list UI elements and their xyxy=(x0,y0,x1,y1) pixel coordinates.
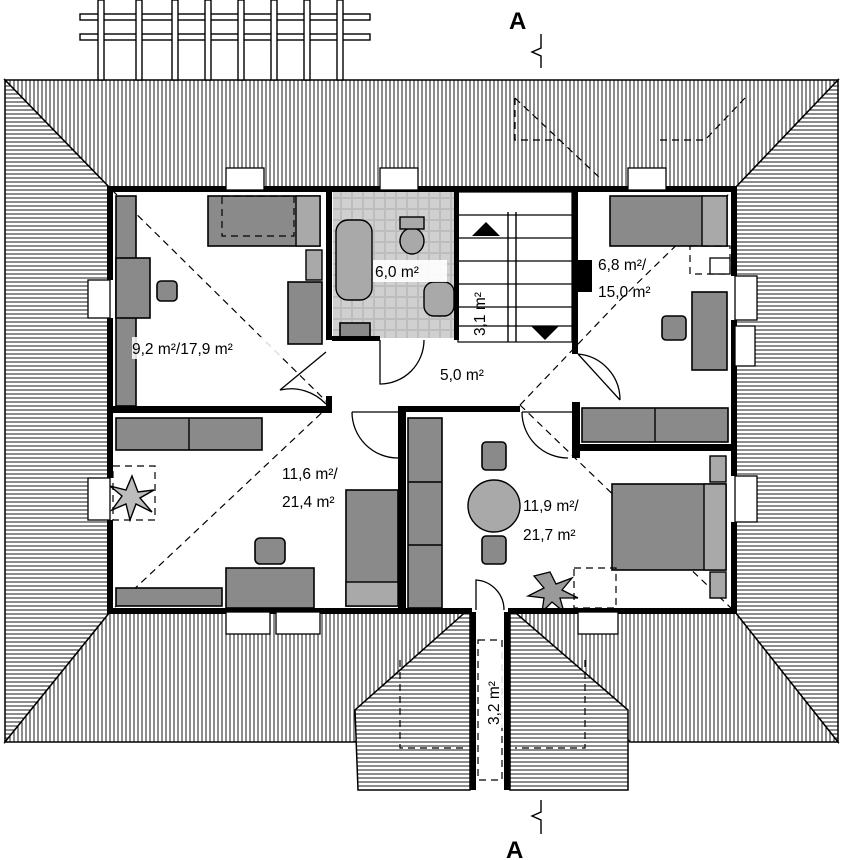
label-bedroom-ne-2: 15,0 m² xyxy=(598,284,651,301)
door-se xyxy=(521,411,572,459)
chair-nw xyxy=(156,280,178,302)
furniture xyxy=(109,195,731,614)
window-sw-bottom-1 xyxy=(225,611,271,635)
svg-text:A: A xyxy=(509,8,526,35)
svg-text:A: A xyxy=(506,837,523,860)
label-bedroom-ne-1: 6,8 m²/ xyxy=(598,257,647,274)
label-balcony: 3,2 m² xyxy=(486,681,503,725)
plant-se xyxy=(525,571,579,614)
chair-ne xyxy=(661,315,687,341)
door-nw xyxy=(279,351,327,405)
doors xyxy=(279,339,621,611)
stair-down-arrow xyxy=(531,326,559,340)
section-mark-bottom: A xyxy=(506,800,542,860)
window-se-bottom xyxy=(577,611,619,635)
label-bedroom-nw: 9,2 m²/17,9 m² xyxy=(132,341,233,358)
chair-se-top xyxy=(481,441,507,471)
label-bedroom-se-2: 21,7 m² xyxy=(523,527,576,544)
label-hall: 5,0 m² xyxy=(440,367,484,384)
room-labels: 9,2 m²/17,9 m² 6,0 m² 3,1 m² 6,8 m²/ 15,… xyxy=(132,257,651,728)
walls xyxy=(107,186,737,790)
bathtub xyxy=(335,219,373,301)
window-ne-right xyxy=(734,275,758,321)
window-sw-left xyxy=(87,477,111,521)
roof-top-slope xyxy=(3,79,840,189)
door-ne xyxy=(577,353,621,401)
desk-ne xyxy=(691,291,728,371)
desk-sw xyxy=(225,567,315,609)
label-bedroom-sw-2: 21,4 m² xyxy=(282,494,335,511)
cabinet-nw xyxy=(287,281,323,345)
roof xyxy=(3,78,840,791)
staircase xyxy=(457,191,573,343)
pergola xyxy=(79,0,371,81)
toilet xyxy=(399,227,425,255)
door-bath xyxy=(379,339,425,385)
window-se-right xyxy=(734,475,758,523)
window-nw-top xyxy=(225,167,265,191)
label-bedroom-se-1: 11,9 m²/ xyxy=(523,498,579,515)
shelf-sw xyxy=(115,587,223,607)
desk-nw xyxy=(115,257,151,319)
window-nw-left xyxy=(87,279,111,319)
round-table xyxy=(467,479,521,533)
sink xyxy=(423,281,455,317)
windows xyxy=(87,167,758,635)
door-sw xyxy=(351,411,399,459)
closet-se xyxy=(407,417,443,609)
chair-se-bottom xyxy=(481,535,507,565)
label-bedroom-sw-1: 11,6 m²/ xyxy=(282,466,338,483)
section-mark-top: A xyxy=(509,8,542,68)
window-bath-top xyxy=(379,167,419,191)
chair-sw xyxy=(254,537,286,565)
label-stairs: 3,1 m² xyxy=(472,292,489,336)
window-sw-bottom-2 xyxy=(275,611,321,635)
door-balcony xyxy=(475,579,505,611)
stair-up-arrow xyxy=(472,222,500,236)
window-ne-top xyxy=(627,167,667,191)
label-bathroom: 6,0 m² xyxy=(375,264,419,281)
